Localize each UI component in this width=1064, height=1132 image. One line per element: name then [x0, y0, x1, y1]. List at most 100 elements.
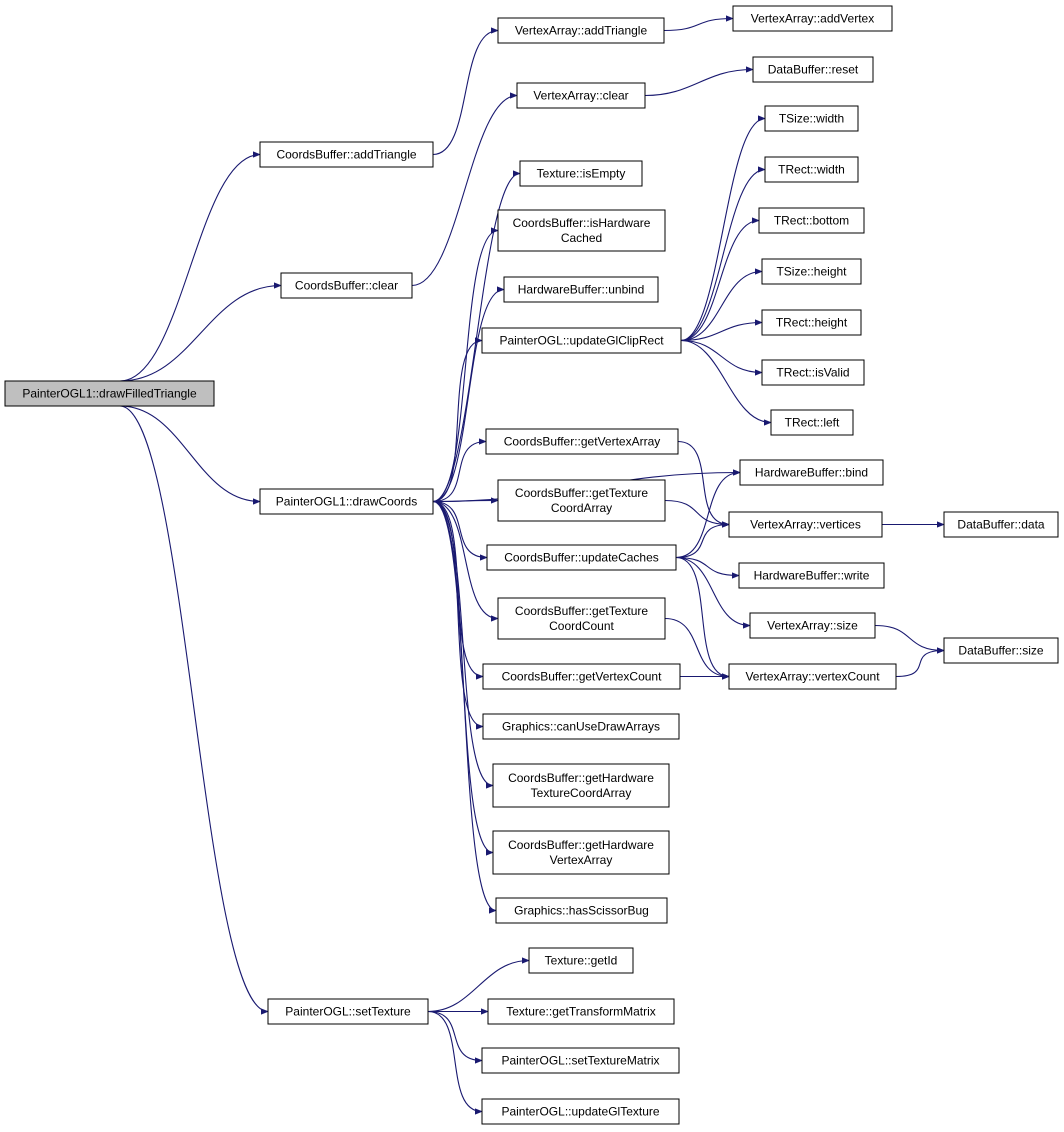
node-va_vertexCount[interactable]: VertexArray::vertexCount	[728, 663, 897, 690]
node-box-va_size[interactable]	[749, 612, 876, 639]
node-box-trect_bottom[interactable]	[758, 207, 865, 234]
edge-va_addTriangle-to-va_addVertex	[663, 15, 734, 32]
node-va_addVertex[interactable]: VertexArray::addVertex	[732, 5, 893, 32]
node-box-hb_write[interactable]	[738, 562, 885, 589]
node-label-cb_getTCA-0: CoordsBuffer::getTexture	[515, 486, 649, 500]
node-label-tex_getId-0: Texture::getId	[545, 954, 618, 968]
node-cb_addTriangle[interactable]: CoordsBuffer::addTriangle	[259, 141, 434, 168]
node-drawCoords[interactable]: PainterOGL1::drawCoords	[259, 488, 434, 515]
node-box-setTexture[interactable]	[267, 998, 429, 1025]
node-box-tex_getTM[interactable]	[487, 998, 675, 1025]
node-box-cb_isHwCached[interactable]	[497, 209, 666, 252]
node-hb_unbind[interactable]: HardwareBuffer::unbind	[503, 276, 659, 303]
node-updGlTexture[interactable]: PainterOGL::updateGlTexture	[481, 1098, 680, 1125]
node-db_reset[interactable]: DataBuffer::reset	[752, 56, 874, 83]
node-box-gfx_scissor[interactable]	[495, 897, 668, 924]
node-box-tex_isEmpty[interactable]	[519, 160, 643, 187]
node-box-cb_getVC[interactable]	[482, 663, 681, 690]
node-box-va_addTriangle[interactable]	[497, 17, 665, 44]
node-va_addTriangle[interactable]: VertexArray::addTriangle	[497, 17, 665, 44]
node-box-hb_bind[interactable]	[739, 459, 884, 486]
node-box-tsize_width[interactable]	[764, 105, 859, 132]
node-trect_left[interactable]: TRect::left	[770, 409, 854, 436]
node-box-va_addVertex[interactable]	[732, 5, 893, 32]
node-gfx_canUse[interactable]: Graphics::canUseDrawArrays	[482, 713, 680, 740]
node-cb_clear[interactable]: CoordsBuffer::clear	[280, 272, 413, 299]
node-box-cb_updCaches[interactable]	[486, 544, 677, 571]
node-box-tex_getId[interactable]	[528, 947, 634, 974]
node-va_vertices[interactable]: VertexArray::vertices	[728, 511, 883, 538]
node-label-updGlClip-0: PainterOGL::updateGlClipRect	[499, 334, 664, 348]
node-box-va_clear[interactable]	[516, 82, 646, 109]
node-box-db_data[interactable]	[943, 511, 1059, 538]
node-label-va_addVertex-0: VertexArray::addVertex	[751, 12, 874, 26]
edge-cb_updCaches-to-va_vertices	[675, 521, 730, 559]
edge-cb_clear-to-va_clear	[411, 92, 518, 287]
node-label-cb_clear-0: CoordsBuffer::clear	[295, 279, 398, 293]
node-label-cb_isHwCached-1: Cached	[561, 231, 602, 245]
node-box-cb_getHwVA[interactable]	[492, 830, 670, 875]
node-cb_getHwTCA[interactable]: CoordsBuffer::getHardwareTextureCoordArr…	[492, 763, 670, 808]
edge-drawCoords-to-cb_getHwTCA	[432, 500, 494, 789]
node-trect_height[interactable]: TRect::height	[761, 309, 862, 336]
node-db_data[interactable]: DataBuffer::data	[943, 511, 1059, 538]
node-box-trect_width[interactable]	[764, 156, 859, 183]
node-root[interactable]: PainterOGL1::drawFilledTriangle	[4, 380, 215, 407]
node-tsize_height[interactable]: TSize::height	[761, 258, 862, 285]
node-box-trect_isValid[interactable]	[761, 359, 865, 386]
node-label-trect_width-0: TRect::width	[778, 163, 845, 177]
node-box-va_vertices[interactable]	[728, 511, 883, 538]
node-box-tsize_height[interactable]	[761, 258, 862, 285]
node-setTexMatrix[interactable]: PainterOGL::setTextureMatrix	[481, 1047, 680, 1074]
node-box-hb_unbind[interactable]	[503, 276, 659, 303]
node-trect_isValid[interactable]: TRect::isValid	[761, 359, 865, 386]
node-box-cb_getHwTCA[interactable]	[492, 763, 670, 808]
node-box-updGlTexture[interactable]	[481, 1098, 680, 1125]
node-box-root[interactable]	[4, 380, 215, 407]
node-box-gfx_canUse[interactable]	[482, 713, 680, 740]
node-box-updGlClip[interactable]	[481, 327, 682, 354]
node-db_size[interactable]: DataBuffer::size	[943, 637, 1059, 664]
edge-cb_updCaches-to-hb_bind	[675, 469, 741, 559]
node-box-drawCoords[interactable]	[259, 488, 434, 515]
node-trect_width[interactable]: TRect::width	[764, 156, 859, 183]
node-tex_getTM[interactable]: Texture::getTransformMatrix	[487, 998, 675, 1025]
node-box-db_reset[interactable]	[752, 56, 874, 83]
edge-drawCoords-to-cb_isHwCached	[432, 227, 499, 503]
node-label-hb_unbind-0: HardwareBuffer::unbind	[518, 283, 645, 297]
node-box-trect_height[interactable]	[761, 309, 862, 336]
node-box-cb_addTriangle[interactable]	[259, 141, 434, 168]
node-box-cb_getTCC[interactable]	[497, 597, 666, 640]
node-box-trect_left[interactable]	[770, 409, 854, 436]
node-label-trect_height-0: TRect::height	[776, 316, 848, 330]
node-tex_isEmpty[interactable]: Texture::isEmpty	[519, 160, 643, 187]
node-tsize_width[interactable]: TSize::width	[764, 105, 859, 132]
node-va_clear[interactable]: VertexArray::clear	[516, 82, 646, 109]
node-hb_bind[interactable]: HardwareBuffer::bind	[739, 459, 884, 486]
node-box-db_size[interactable]	[943, 637, 1059, 664]
node-box-va_vertexCount[interactable]	[728, 663, 897, 690]
node-box-cb_getTCA[interactable]	[497, 479, 666, 522]
edge-drawCoords-to-cb_getTCA	[432, 497, 499, 504]
node-trect_bottom[interactable]: TRect::bottom	[758, 207, 865, 234]
node-updGlClip[interactable]: PainterOGL::updateGlClipRect	[481, 327, 682, 354]
node-label-gfx_scissor-0: Graphics::hasScissorBug	[514, 904, 649, 918]
node-cb_getVA[interactable]: CoordsBuffer::getVertexArray	[485, 428, 679, 455]
node-hb_write[interactable]: HardwareBuffer::write	[738, 562, 885, 589]
edge-drawCoords-to-updGlClip	[432, 337, 483, 503]
node-cb_getVC[interactable]: CoordsBuffer::getVertexCount	[482, 663, 681, 690]
edge-drawCoords-to-cb_getTCC	[432, 500, 499, 622]
node-tex_getId[interactable]: Texture::getId	[528, 947, 634, 974]
edge-setTexture-to-tex_getId	[427, 957, 530, 1013]
node-setTexture[interactable]: PainterOGL::setTexture	[267, 998, 429, 1025]
node-gfx_scissor[interactable]: Graphics::hasScissorBug	[495, 897, 668, 924]
node-va_size[interactable]: VertexArray::size	[749, 612, 876, 639]
node-box-cb_clear[interactable]	[280, 272, 413, 299]
node-cb_updCaches[interactable]: CoordsBuffer::updateCaches	[486, 544, 677, 571]
node-box-setTexMatrix[interactable]	[481, 1047, 680, 1074]
node-box-cb_getVA[interactable]	[485, 428, 679, 455]
